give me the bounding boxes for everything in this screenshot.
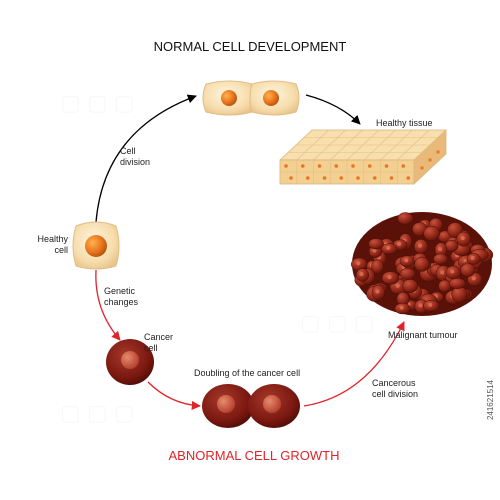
- arrow-cancerous-division: [303, 321, 405, 407]
- dividing-healthy-cells-icon: [202, 80, 300, 116]
- svg-text:▢ ▢ ▢: ▢ ▢ ▢: [60, 90, 135, 115]
- arrow-genetic-changes: [95, 269, 121, 341]
- label-cell-division: Cell division: [120, 146, 151, 167]
- title-normal-cell-development: NORMAL CELL DEVELOPMENT: [154, 39, 347, 54]
- label-healthy-tissue: Healthy tissue: [376, 118, 433, 128]
- watermark: ▢ ▢ ▢ ▢ ▢ ▢ ▢ ▢ ▢: [60, 90, 375, 425]
- label-doubling: Doubling of the cancer cell: [194, 368, 301, 378]
- label-cancerous-division: Cancerous cell division: [372, 378, 419, 399]
- doubling-cancer-cell-icon: [202, 384, 300, 428]
- title-abnormal-cell-growth: ABNORMAL CELL GROWTH: [169, 448, 340, 463]
- healthy-cell-icon: [72, 221, 120, 270]
- malignant-tumour-icon: [350, 212, 494, 316]
- arrow-doubling: [147, 381, 201, 410]
- arrow-cell-division: [95, 94, 197, 223]
- label-healthy-cell: Healthy cell: [37, 234, 68, 255]
- svg-text:▢ ▢ ▢: ▢ ▢ ▢: [300, 310, 375, 335]
- label-cancer-cell: Cancer cell: [144, 332, 174, 353]
- stock-id: 241621514: [486, 380, 495, 421]
- label-genetic-changes: Genetic changes: [104, 286, 139, 307]
- svg-text:▢ ▢ ▢: ▢ ▢ ▢: [60, 400, 135, 425]
- healthy-tissue-icon: [278, 129, 448, 185]
- arrow-healthy-tissue: [305, 94, 361, 125]
- cancer-cell-icon: [106, 339, 154, 385]
- label-malignant-tumour: Malignant tumour: [388, 330, 458, 340]
